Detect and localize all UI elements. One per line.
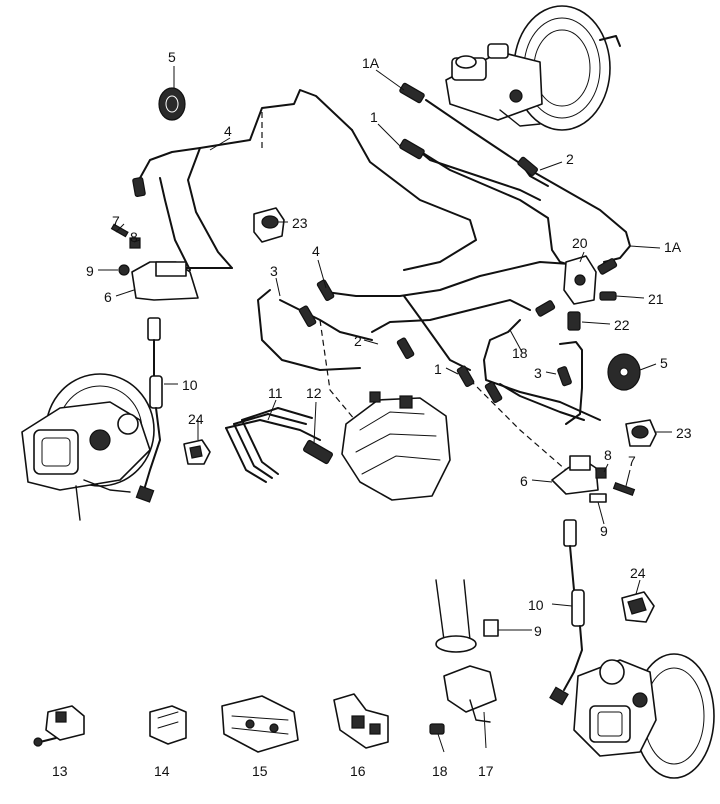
label-10-right: 10: [528, 597, 544, 613]
label-21: 21: [648, 291, 664, 307]
label-4-top: 4: [224, 123, 232, 139]
leader-lines: [98, 66, 672, 753]
left-brake-hose: [135, 317, 163, 503]
line-fittings: [132, 82, 618, 404]
label-8-left: 8: [130, 229, 138, 245]
right-caliper: [573, 659, 657, 757]
label-23-right: 23: [676, 425, 692, 441]
label-7-left: 7: [112, 213, 120, 229]
label-17: 17: [478, 763, 494, 779]
right-brake-hose: [549, 519, 585, 706]
clip-24-right: [621, 591, 655, 623]
label-20: 20: [572, 235, 588, 251]
label-14: 14: [154, 763, 170, 779]
label-9-low: 9: [534, 623, 542, 639]
label-11: 11: [268, 385, 283, 401]
master-cylinder: [445, 43, 543, 127]
label-23-top: 23: [292, 215, 308, 231]
label-8-right: 8: [604, 447, 612, 463]
left-caliper: [21, 401, 151, 521]
label-3-right: 3: [534, 365, 542, 381]
fitting-22: [567, 311, 581, 331]
clip-9-low: [483, 619, 499, 637]
label-1A-top: 1A: [362, 55, 380, 71]
clip-23-right: [625, 419, 657, 447]
clip-24-left: [183, 439, 211, 465]
label-5-right: 5: [660, 355, 668, 371]
label-22: 22: [614, 317, 630, 333]
bolt-21: [599, 291, 617, 301]
label-1A-right: 1A: [664, 239, 682, 255]
label-13: 13: [52, 763, 68, 779]
label-12: 12: [306, 385, 322, 401]
label-2-mid: 2: [354, 333, 362, 349]
grommet-5-right: [607, 353, 641, 391]
label-18-mid: 18: [512, 345, 528, 361]
label-24-left: 24: [188, 411, 204, 427]
grommet-5-top: [158, 87, 186, 121]
strut: [435, 579, 477, 653]
part-16-clip: [333, 693, 389, 749]
fitting-12: [303, 439, 333, 465]
label-7-right: 7: [628, 453, 636, 469]
left-bracket: [110, 223, 199, 301]
center-caliper: [341, 391, 451, 501]
label-24-right: 24: [630, 565, 646, 581]
tube-bundle-11: [225, 407, 321, 483]
right-bracket: [551, 455, 636, 503]
part-14-clip: [149, 705, 187, 745]
label-5-top: 5: [168, 49, 176, 65]
label-9-right: 9: [600, 523, 608, 539]
bracket-17: [443, 665, 497, 723]
label-16: 16: [350, 763, 366, 779]
label-1-top: 1: [370, 109, 378, 125]
label-18-bottom: 18: [432, 763, 448, 779]
bolt-18-bottom: [429, 723, 445, 735]
label-4-mid: 4: [312, 243, 320, 259]
reference-labels: 1A 1 2 1A 5 4 23 7 8 9 6 10 24 3 4 20 21…: [52, 49, 692, 779]
brake-lines: [139, 89, 631, 471]
label-15: 15: [252, 763, 268, 779]
label-3-mid: 3: [270, 263, 278, 279]
part-13-clip: [33, 705, 85, 747]
part-15-clip: [221, 695, 299, 753]
label-6-right: 6: [520, 473, 528, 489]
label-6-left: 6: [104, 289, 112, 305]
label-9-left: 9: [86, 263, 94, 279]
label-2-top: 2: [566, 151, 574, 167]
distributor-20: [563, 255, 597, 305]
label-1-mid: 1: [434, 361, 442, 377]
clip-23-top: [253, 207, 285, 243]
label-10-left: 10: [182, 377, 198, 393]
